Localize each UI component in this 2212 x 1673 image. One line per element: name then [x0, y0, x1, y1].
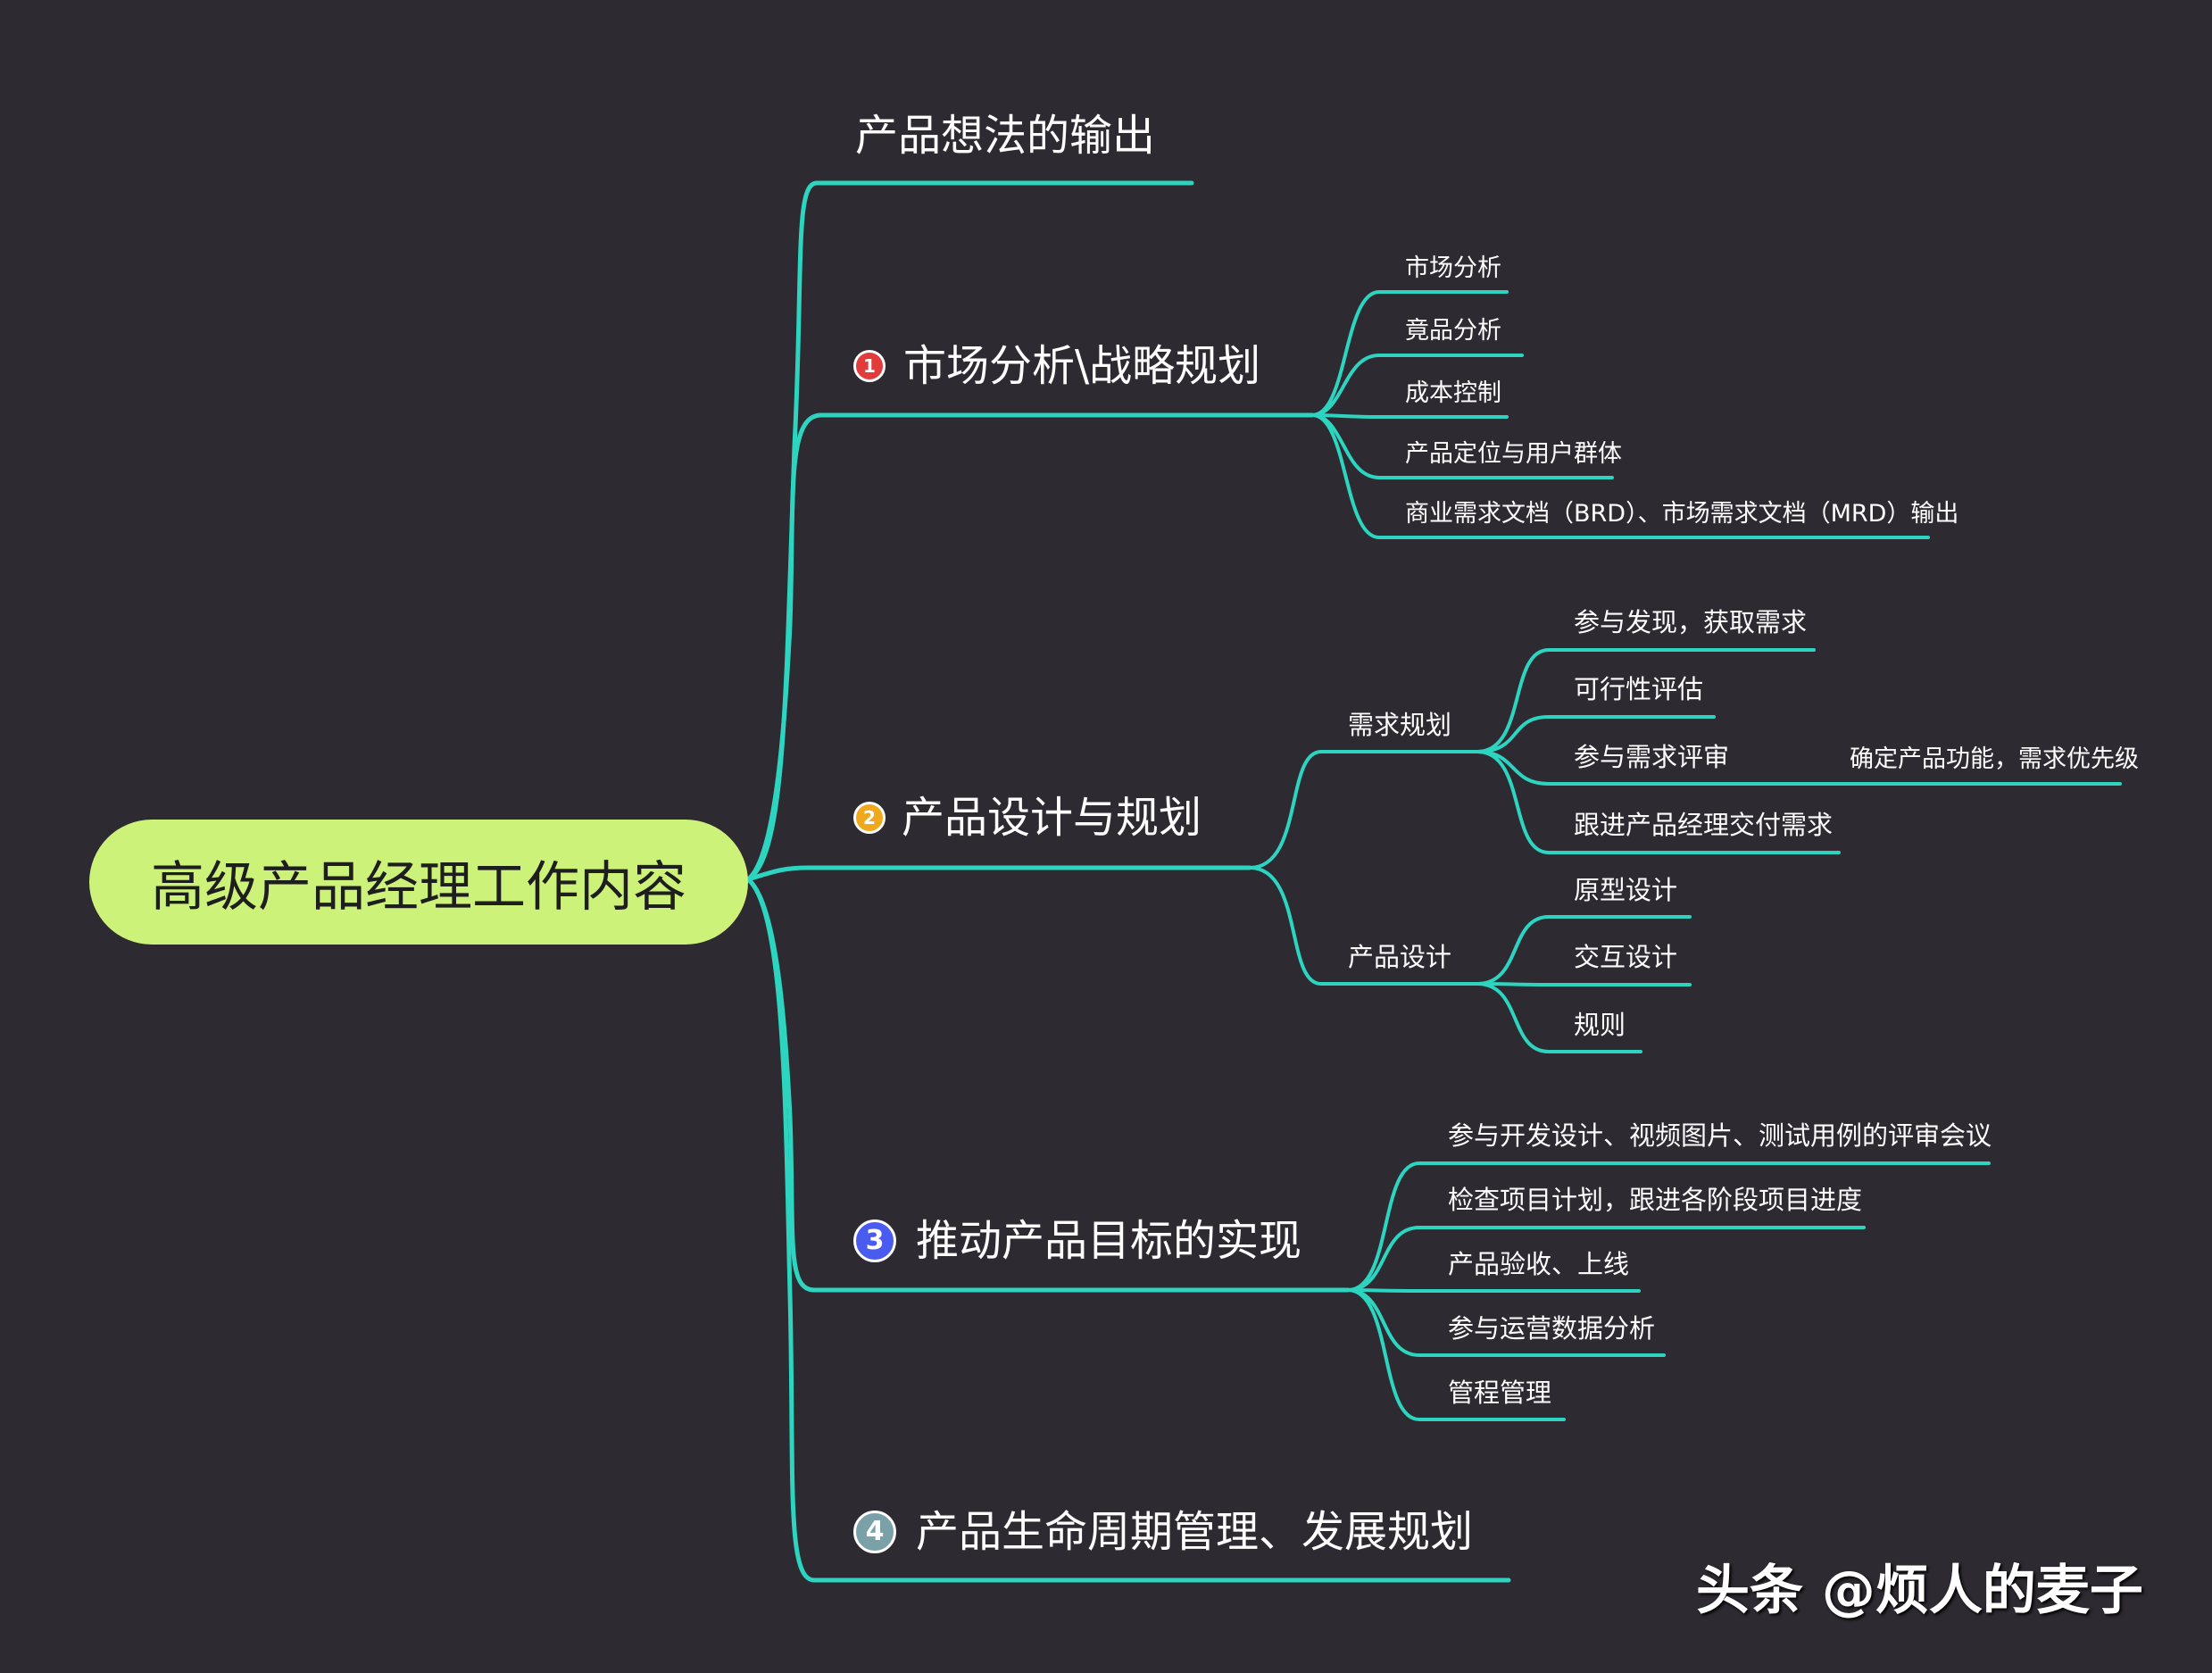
node-competitor-analysis[interactable]: 竟品分析 — [1405, 317, 1501, 345]
node-review-meetings[interactable]: 参与开发设计、视频图片、测试用例的评审会议 — [1448, 1120, 1992, 1151]
node-cost-control[interactable]: 成本控制 — [1405, 379, 1501, 407]
branch-lifecycle[interactable]: 产品生命周期管理、发展规划 — [916, 1507, 1474, 1557]
node-process-management[interactable]: 管程管理 — [1448, 1378, 1552, 1408]
node-market-analysis[interactable]: 市场分析 — [1405, 254, 1501, 282]
watermark: 头条 @烦人的麦子 — [1696, 1560, 2143, 1622]
node-acceptance-launch[interactable]: 产品验收、上线 — [1448, 1249, 1630, 1279]
connector-g0-c3 — [1476, 750, 1841, 854]
note-priority[interactable]: 确定产品功能，需求优先级 — [1850, 745, 2139, 773]
priority-1-icon: 1 — [853, 350, 886, 382]
connector-g0-c0 — [1476, 648, 1816, 753]
connector-b1-c0 — [1310, 290, 1509, 417]
priority-3-icon: 3 — [853, 1219, 896, 1262]
node-brd-mrd[interactable]: 商业需求文档（BRD）、市场需求文档（MRD）输出 — [1405, 500, 1959, 528]
connector-b3-c0 — [1346, 1161, 1991, 1292]
root-label: 高级产品经理工作内容 — [151, 855, 686, 919]
branch-drive-goals[interactable]: 推动产品目标的实现 — [916, 1216, 1302, 1266]
branch-idea-output[interactable]: 产品想法的输出 — [855, 111, 1156, 161]
connector-g0-c1 — [1476, 715, 1716, 753]
connector-root-b0 — [745, 180, 1194, 882]
node-discover-requirements[interactable]: 参与发现，获取需求 — [1574, 607, 1808, 637]
node-requirement-review[interactable]: 参与需求评审 — [1574, 742, 1730, 772]
connector-b3-c2 — [1346, 1288, 1641, 1293]
priority-2-icon: 2 — [853, 802, 886, 834]
root-node[interactable]: 高级产品经理工作内容 — [89, 820, 748, 945]
node-delivery-followup[interactable]: 跟进产品经理交付需求 — [1574, 810, 1834, 840]
connector-b1-c2 — [1310, 413, 1509, 419]
node-interaction[interactable]: 交互设计 — [1574, 942, 1678, 972]
connector-b3-c4 — [1346, 1288, 1566, 1421]
branch-product-design[interactable]: 产品设计与规划 — [902, 793, 1202, 843]
branch-market-strategy[interactable]: 市场分析\战略规划 — [903, 341, 1261, 391]
node-positioning[interactable]: 产品定位与用户群体 — [1405, 440, 1622, 468]
connector-g1-c2 — [1476, 982, 1642, 1053]
connector-root-b4 — [745, 877, 1511, 1583]
node-ops-data[interactable]: 参与运营数据分析 — [1448, 1313, 1656, 1344]
priority-4-icon: 4 — [853, 1511, 896, 1553]
node-feasibility[interactable]: 可行性评估 — [1574, 674, 1704, 704]
connector-g1-c0 — [1476, 915, 1692, 986]
connector-g1-c1 — [1476, 982, 1692, 986]
connector-root-b2 — [745, 865, 1252, 882]
connector-b1-c1 — [1310, 354, 1524, 417]
connector-root-b1 — [745, 412, 1315, 882]
connector-b3-c1 — [1346, 1226, 1866, 1292]
connector-b1-c4 — [1310, 413, 1930, 539]
node-product-design[interactable]: 产品设计 — [1348, 942, 1452, 972]
node-prototype[interactable]: 原型设计 — [1574, 875, 1678, 905]
connector-b2-g0 — [1248, 750, 1479, 870]
node-rules[interactable]: 规则 — [1574, 1010, 1626, 1040]
connector-b2-g1 — [1248, 866, 1479, 986]
node-requirement-planning[interactable]: 需求规划 — [1348, 710, 1452, 740]
node-project-plan[interactable]: 检查项目计划，跟进各阶段项目进度 — [1448, 1185, 1863, 1215]
